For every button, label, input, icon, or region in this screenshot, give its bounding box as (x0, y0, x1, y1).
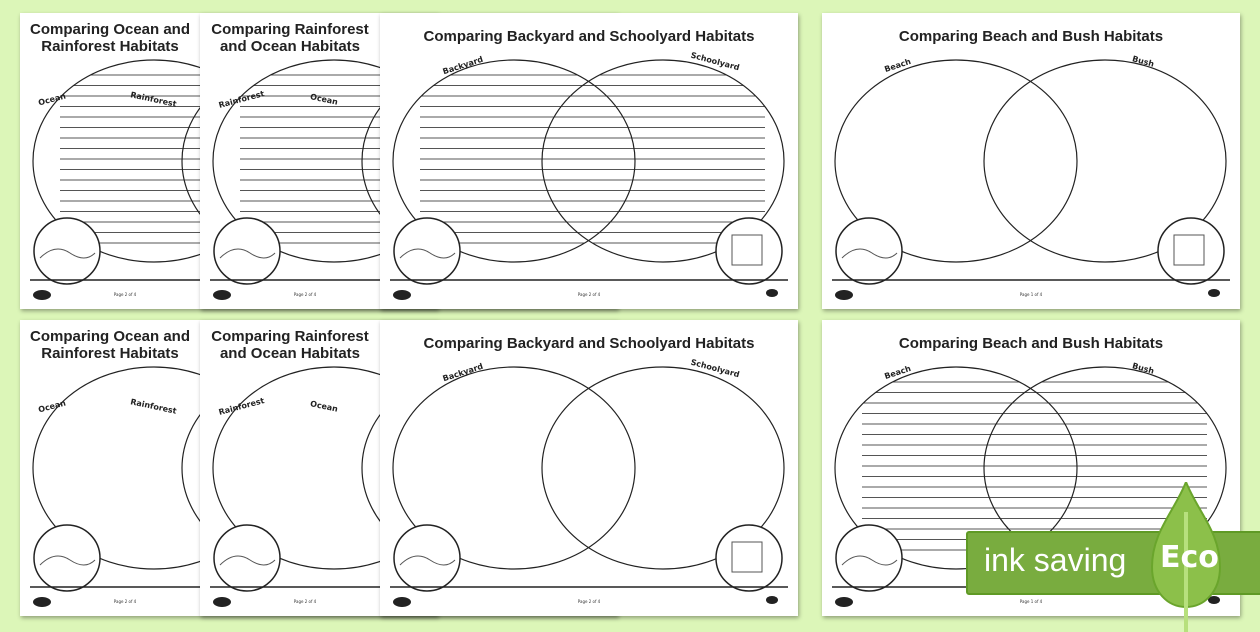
page-number: Page 2 of 4 (577, 599, 601, 604)
twinkl-logo (213, 597, 231, 607)
left-circle (392, 366, 636, 570)
left-circle (834, 366, 1078, 570)
page-number: Page 1 of 4 (1019, 599, 1043, 604)
right-habitat-image (1157, 217, 1225, 285)
twinkl-logo (33, 290, 51, 300)
right-circle (541, 366, 785, 570)
twinkl-logo (213, 290, 231, 300)
page-number: Page 2 of 4 (293, 292, 317, 297)
page-number: Page 2 of 4 (113, 292, 137, 297)
page-number: Page 1 of 4 (1019, 292, 1043, 297)
worksheet-page: Comparing Backyard and Schoolyard Habita… (380, 13, 798, 309)
twinkl-logo (835, 290, 853, 300)
right-circle (983, 59, 1227, 263)
page-title: Comparing Rainforest and Ocean Habitats (204, 21, 376, 55)
page-title: Comparing Beach and Bush Habitats (898, 28, 1164, 45)
leaf-icon (1150, 482, 1222, 632)
eco-label: Eco (1160, 540, 1219, 575)
writing-lines (420, 74, 765, 244)
worksheet-page: Comparing Beach and Bush Habitats Beach … (822, 13, 1240, 309)
page-title: Comparing Ocean and Rainforest Habitats (24, 328, 196, 362)
page-number: Page 2 of 4 (577, 292, 601, 297)
right-habitat-image (715, 217, 783, 285)
twinkl-logo (393, 290, 411, 300)
page-number: Page 2 of 4 (113, 599, 137, 604)
page-title: Comparing Backyard and Schoolyard Habita… (423, 335, 755, 352)
page-title: Comparing Ocean and Rainforest Habitats (24, 21, 196, 55)
page-title: Comparing Rainforest and Ocean Habitats (204, 328, 376, 362)
ink-saving-label: ink saving (984, 542, 1127, 578)
twinkl-logo (393, 597, 411, 607)
right-circle (541, 59, 785, 263)
right-habitat-image (715, 524, 783, 592)
left-circle (834, 59, 1078, 263)
page-number: Page 2 of 4 (293, 599, 317, 604)
left-circle (392, 59, 636, 263)
twinkl-logo (33, 597, 51, 607)
page-title: Comparing Backyard and Schoolyard Habita… (423, 28, 755, 45)
page-title: Comparing Beach and Bush Habitats (898, 335, 1164, 352)
twinkl-logo (835, 597, 853, 607)
worksheet-page: Comparing Backyard and Schoolyard Habita… (380, 320, 798, 616)
